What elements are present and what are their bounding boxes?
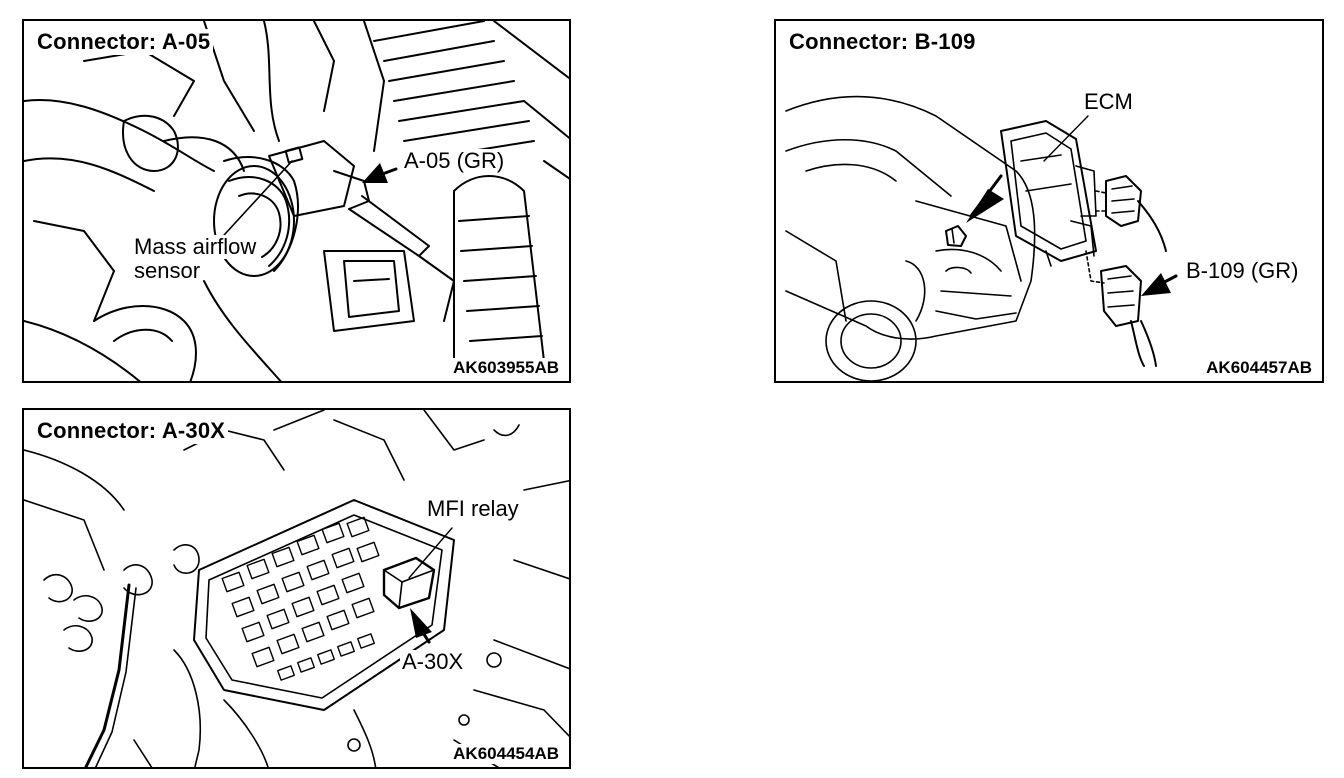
relay-box-illustration: [24, 410, 569, 767]
component-label: MFI relay: [425, 496, 521, 521]
connector-b109-panel: Connector: B-109 ECM B-109 (GR) AK604457…: [774, 19, 1324, 383]
vehicle-ecm-illustration: [785, 95, 1178, 381]
figure-code: AK604457AB: [1204, 358, 1314, 378]
connector-a30x-panel: Connector: A-30X MFI relay A-30X AK60445…: [22, 408, 571, 769]
component-label: ECM: [1082, 89, 1135, 114]
component-label-line1: Mass airflow: [132, 234, 259, 259]
panel-title: Connector: B-109: [786, 29, 979, 55]
connector-label: A-05 (GR): [402, 148, 507, 173]
connector-label: B-109 (GR): [1184, 258, 1301, 283]
panel-title: Connector: A-05: [34, 29, 214, 55]
engine-bay-illustration: [24, 21, 569, 381]
connector-a05-panel: Connector: A-05 A-05 (GR) Mass airflow s…: [22, 19, 571, 383]
figure-code: AK603955AB: [451, 358, 561, 378]
panel-title: Connector: A-30X: [34, 418, 229, 444]
connector-label: A-30X: [400, 649, 466, 674]
figure-code: AK604454AB: [451, 744, 561, 764]
component-label-line2: sensor: [132, 258, 203, 283]
